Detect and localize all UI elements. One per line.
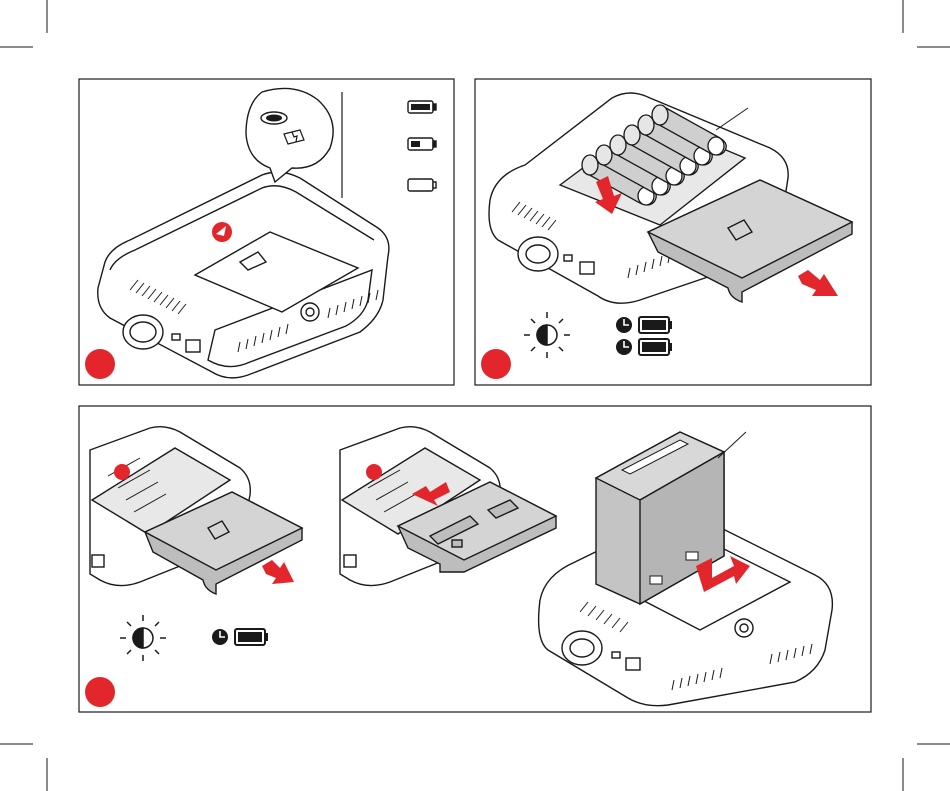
step-3-red-dot [85, 677, 115, 707]
step-1-red-dot [85, 349, 115, 379]
charge-status-row-1 [616, 317, 672, 333]
charge-status-row [212, 629, 268, 645]
blinking-light-icon [524, 312, 570, 358]
battery-full-icon [639, 317, 672, 333]
battery-full-icon [235, 629, 268, 645]
leader-line [716, 108, 748, 130]
battery-full-icon [639, 339, 672, 355]
battery-half-icon [408, 138, 436, 150]
brand-logo [366, 464, 382, 480]
leader-line [718, 432, 746, 458]
remove-arrow-icon [262, 560, 294, 584]
panel-3 [79, 406, 871, 712]
charger-device [98, 172, 389, 378]
battery-full-icon [408, 101, 436, 113]
step-2-red-dot [481, 349, 511, 379]
brand-logo [114, 464, 130, 480]
blinking-light-icon [120, 615, 166, 661]
charge-status-row-2 [616, 339, 672, 355]
panel-2 [475, 79, 871, 385]
panel-1 [79, 79, 454, 385]
battery-level-legend [408, 101, 436, 191]
remove-arrow-icon [798, 270, 838, 296]
charge-indicator-callout [246, 88, 333, 182]
battery-empty-icon [408, 179, 436, 191]
